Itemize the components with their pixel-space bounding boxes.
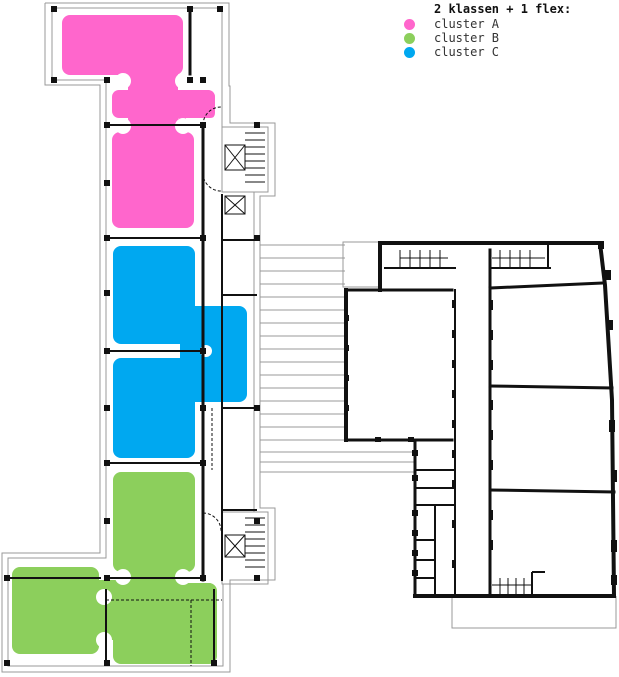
legend-label-cluster-a: cluster A [434, 16, 500, 31]
cluster-c-room-bottom [113, 358, 195, 458]
cluster-a-swatch [404, 18, 415, 30]
legend-label-cluster-c: cluster C [434, 44, 500, 59]
stair-bottom [224, 517, 265, 568]
cluster-b-room-top [113, 472, 195, 572]
cluster-a-room-top [62, 15, 183, 75]
cluster-b-room-right [113, 583, 217, 664]
legend-item-cluster-b: cluster B [404, 31, 571, 45]
cluster-c-flex [180, 306, 247, 402]
legend-item-cluster-a: cluster A [404, 17, 571, 31]
cluster-a-room-bottom [112, 132, 194, 228]
right-building-outline [342, 241, 617, 629]
right-stairs [399, 250, 545, 596]
cluster-a-rooms [62, 15, 215, 228]
right-building-walls [344, 241, 617, 599]
legend-label-cluster-b: cluster B [434, 30, 500, 45]
cluster-c-rooms [113, 246, 247, 458]
cluster-b-rooms [12, 472, 217, 664]
legend: 2 klassen + 1 flex: cluster A cluster B … [404, 2, 571, 59]
bridge [260, 244, 415, 473]
legend-title: 2 klassen + 1 flex: [434, 2, 572, 16]
cluster-b-room-left [12, 567, 99, 654]
cluster-b-swatch [404, 32, 415, 44]
left-wing-walls [7, 8, 257, 665]
left-wing-outline [1, 2, 276, 673]
cluster-c-swatch [404, 46, 415, 58]
stair-top [224, 132, 265, 215]
legend-item-cluster-c: cluster C [404, 45, 571, 59]
cluster-c-room-top [113, 246, 195, 344]
right-building-columns [344, 241, 617, 585]
dashed-elements [106, 106, 222, 666]
